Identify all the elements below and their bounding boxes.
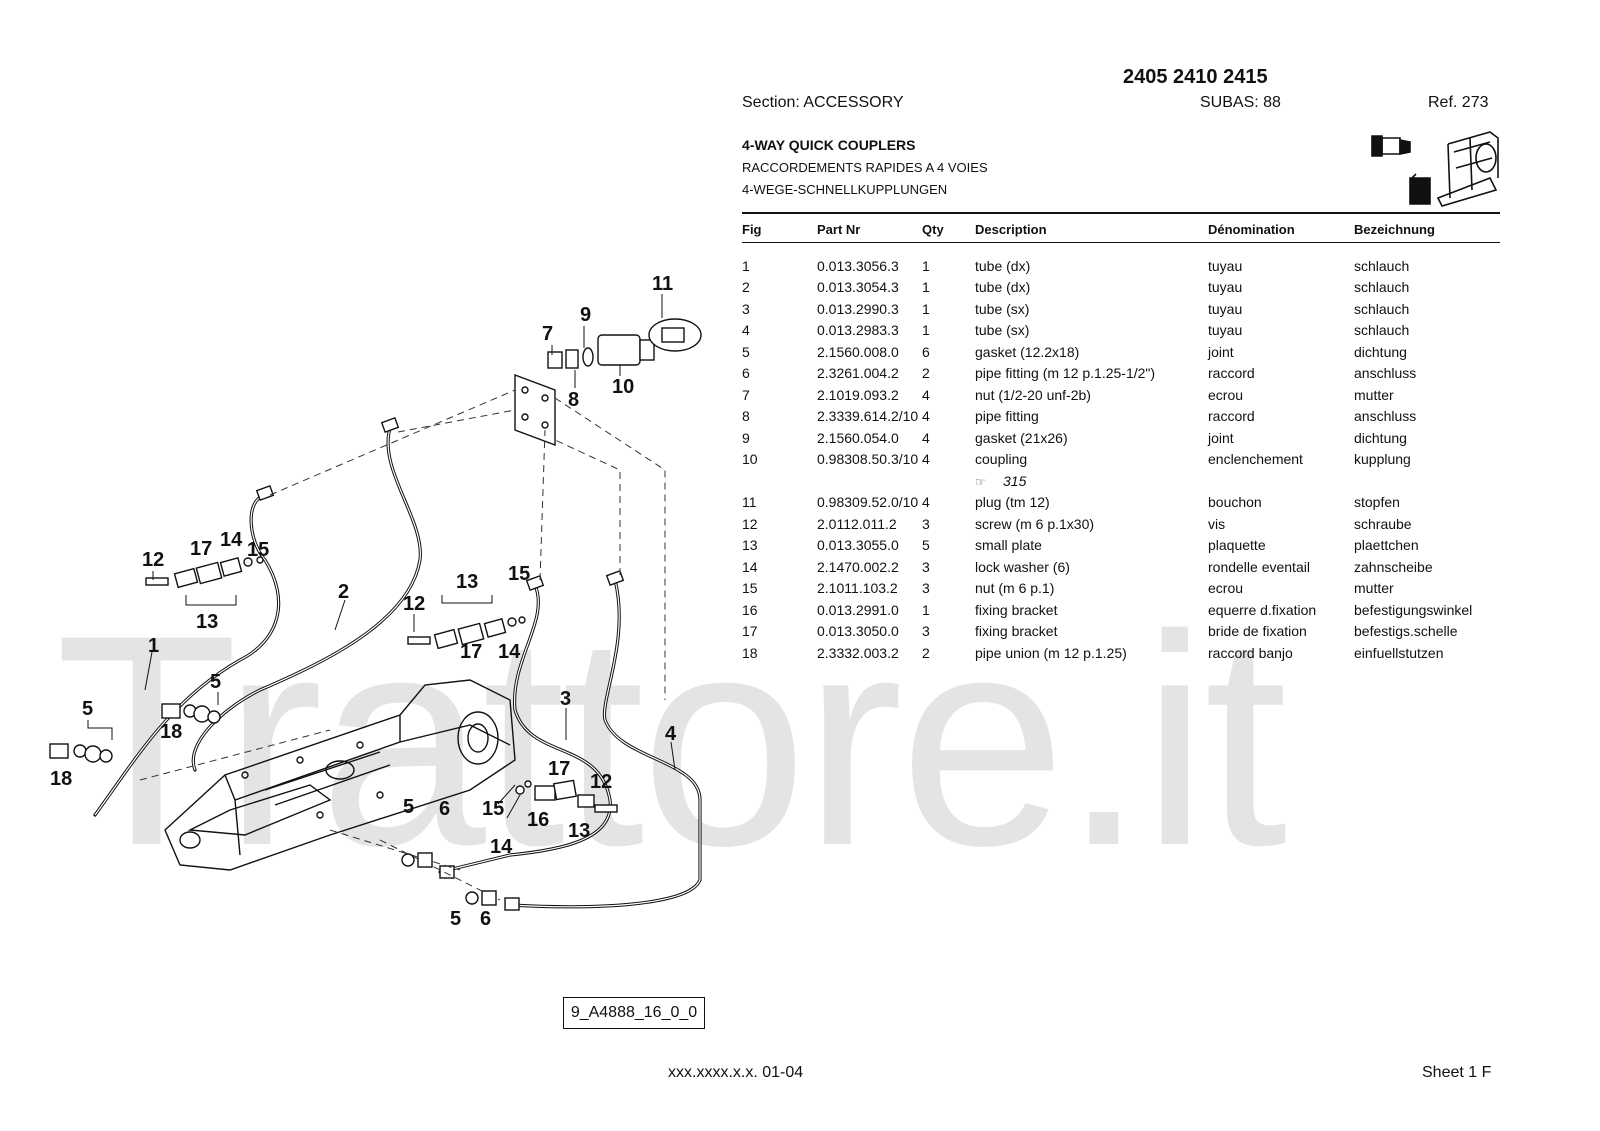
- ref-label: Ref. 273: [1428, 94, 1489, 111]
- coupling-reference-row: ☞ 315: [742, 470, 1500, 492]
- callout-15-c: 15: [482, 798, 504, 820]
- callout-13-b: 13: [456, 571, 478, 593]
- col-denomination: Dénomination: [1208, 221, 1295, 237]
- figure-id-box: 9_A4888_16_0_0: [563, 997, 705, 1029]
- callout-17-a: 17: [190, 538, 212, 560]
- col-fig: Fig: [742, 221, 762, 237]
- title-french: RACCORDEMENTS RAPIDES A 4 VOIES: [742, 160, 988, 175]
- title-english: 4-WAY QUICK COUPLERS: [742, 137, 916, 153]
- callout-8: 8: [568, 389, 579, 411]
- coupling-reference: 315: [1003, 472, 1027, 489]
- callout-5-b: 5: [210, 671, 221, 693]
- pointing-hand-icon: ☞: [975, 474, 986, 489]
- callout-10: 10: [612, 376, 634, 398]
- callout-18-b: 18: [50, 768, 72, 790]
- subas-label: SUBAS: 88: [1200, 94, 1281, 111]
- callout-5-c: 5: [403, 796, 414, 818]
- callout-13-c: 13: [568, 820, 590, 842]
- callout-9: 9: [580, 304, 591, 326]
- parts-table-header: Fig Part Nr Qty Description Dénomination…: [742, 218, 1500, 240]
- callout-15-a: 15: [247, 539, 269, 561]
- model-numbers: 2405 2410 2415: [1123, 66, 1268, 88]
- footer-sheet: Sheet 1 F: [1422, 1064, 1492, 1081]
- col-bezeichnung: Bezeichnung: [1354, 221, 1435, 237]
- callout-12-c: 12: [590, 771, 612, 793]
- callout-3: 3: [560, 688, 571, 710]
- callout-11: 11: [652, 273, 673, 295]
- parts-diagram: 1 2 3 4 5 5 5 5 6 6 7 8 9 10 11 12 12 12…: [49, 273, 702, 930]
- tractor-thumbnail-icon: [1371, 131, 1499, 207]
- callout-14-a: 14: [220, 529, 243, 551]
- callout-17-c: 17: [548, 758, 570, 780]
- lift-housing: [164, 679, 516, 871]
- callout-labels: 1 2 3 4 5 5 5 5 6 6 7 8 9 10 11 12 12 12…: [50, 273, 677, 930]
- col-description: Description: [975, 221, 1047, 237]
- callout-5-a: 5: [82, 698, 93, 720]
- callout-6-a: 6: [439, 798, 450, 820]
- parts-table: Fig Part Nr Qty Description Dénomination…: [742, 218, 1500, 664]
- callout-18-a: 18: [160, 721, 182, 743]
- mounting-plate: [514, 373, 556, 447]
- table-header-rule: [742, 242, 1500, 243]
- callout-2: 2: [338, 581, 349, 603]
- footer-code: xxx.xxxx.x.x. 01-04: [668, 1064, 804, 1081]
- callout-5-d: 5: [450, 908, 461, 930]
- callout-1: 1: [148, 635, 159, 657]
- callout-12-b: 12: [403, 593, 425, 615]
- callout-16: 16: [527, 809, 549, 831]
- section-label: Section: ACCESSORY: [742, 94, 904, 111]
- col-qty: Qty: [922, 221, 944, 237]
- callout-15-b: 15: [508, 563, 530, 585]
- callout-14-b: 14: [498, 641, 521, 663]
- table-top-rule: [742, 212, 1500, 214]
- callout-14-c: 14: [490, 836, 513, 858]
- callout-7: 7: [542, 323, 553, 345]
- callout-12-a: 12: [142, 549, 164, 571]
- callout-13-a: 13: [196, 611, 218, 633]
- callout-17-b: 17: [460, 641, 482, 663]
- watermark: Trattore.it: [55, 590, 1288, 890]
- callout-4: 4: [665, 723, 677, 745]
- title-german: 4-WEGE-SCHNELLKUPPLUNGEN: [742, 182, 948, 197]
- col-part-nr: Part Nr: [817, 221, 861, 237]
- callout-6-b: 6: [480, 908, 491, 930]
